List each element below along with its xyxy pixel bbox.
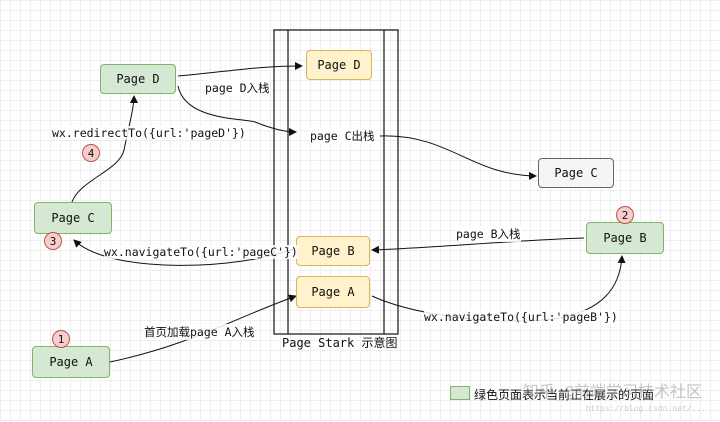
label-d-push: page D入栈 (205, 80, 270, 96)
label-first-load: 首页加载page A入栈 (144, 324, 255, 340)
node-page-c: Page C (34, 202, 112, 234)
edge-redirect (71, 95, 138, 203)
step-badge-3: 3 (44, 232, 62, 250)
watermark: 知乎 @前端学习技术社区 (522, 382, 702, 401)
legend-text: 绿色页面表示当前正在展示的页面 (474, 388, 655, 402)
label-navigate-b: wx.navigateTo({url:'pageB'}) (424, 310, 618, 324)
node-page-c-popped: Page C (538, 158, 614, 188)
label-b-push: page B入栈 (456, 226, 521, 242)
edge-b-push (371, 237, 585, 254)
node-page-a: Page A (32, 346, 110, 378)
label-c-pop: page C出栈 (310, 128, 375, 144)
edge-c-pop (379, 135, 537, 180)
edge-d-push (177, 62, 303, 77)
stack-container (273, 29, 399, 335)
stack-item-page-a: Page A (296, 276, 370, 308)
label-navigate-c: wx.navigateTo({url:'pageC'}) (104, 245, 298, 259)
label-redirect: wx.redirectTo({url:'pageD'}) (52, 126, 246, 140)
watermark-url: https://blog.csdn.net/... (585, 404, 706, 413)
stack-caption: Page Stark 示意图 (282, 336, 398, 350)
step-badge-2: 2 (616, 206, 634, 224)
node-page-d: Page D (100, 64, 176, 94)
node-page-b: Page B (586, 222, 664, 254)
step-badge-4: 4 (82, 144, 100, 162)
legend-swatch (450, 386, 470, 400)
edge-d-to-stack (177, 85, 297, 136)
stack-item-page-b: Page B (296, 236, 370, 266)
stack-item-page-d: Page D (306, 50, 372, 80)
step-badge-1: 1 (52, 330, 70, 348)
